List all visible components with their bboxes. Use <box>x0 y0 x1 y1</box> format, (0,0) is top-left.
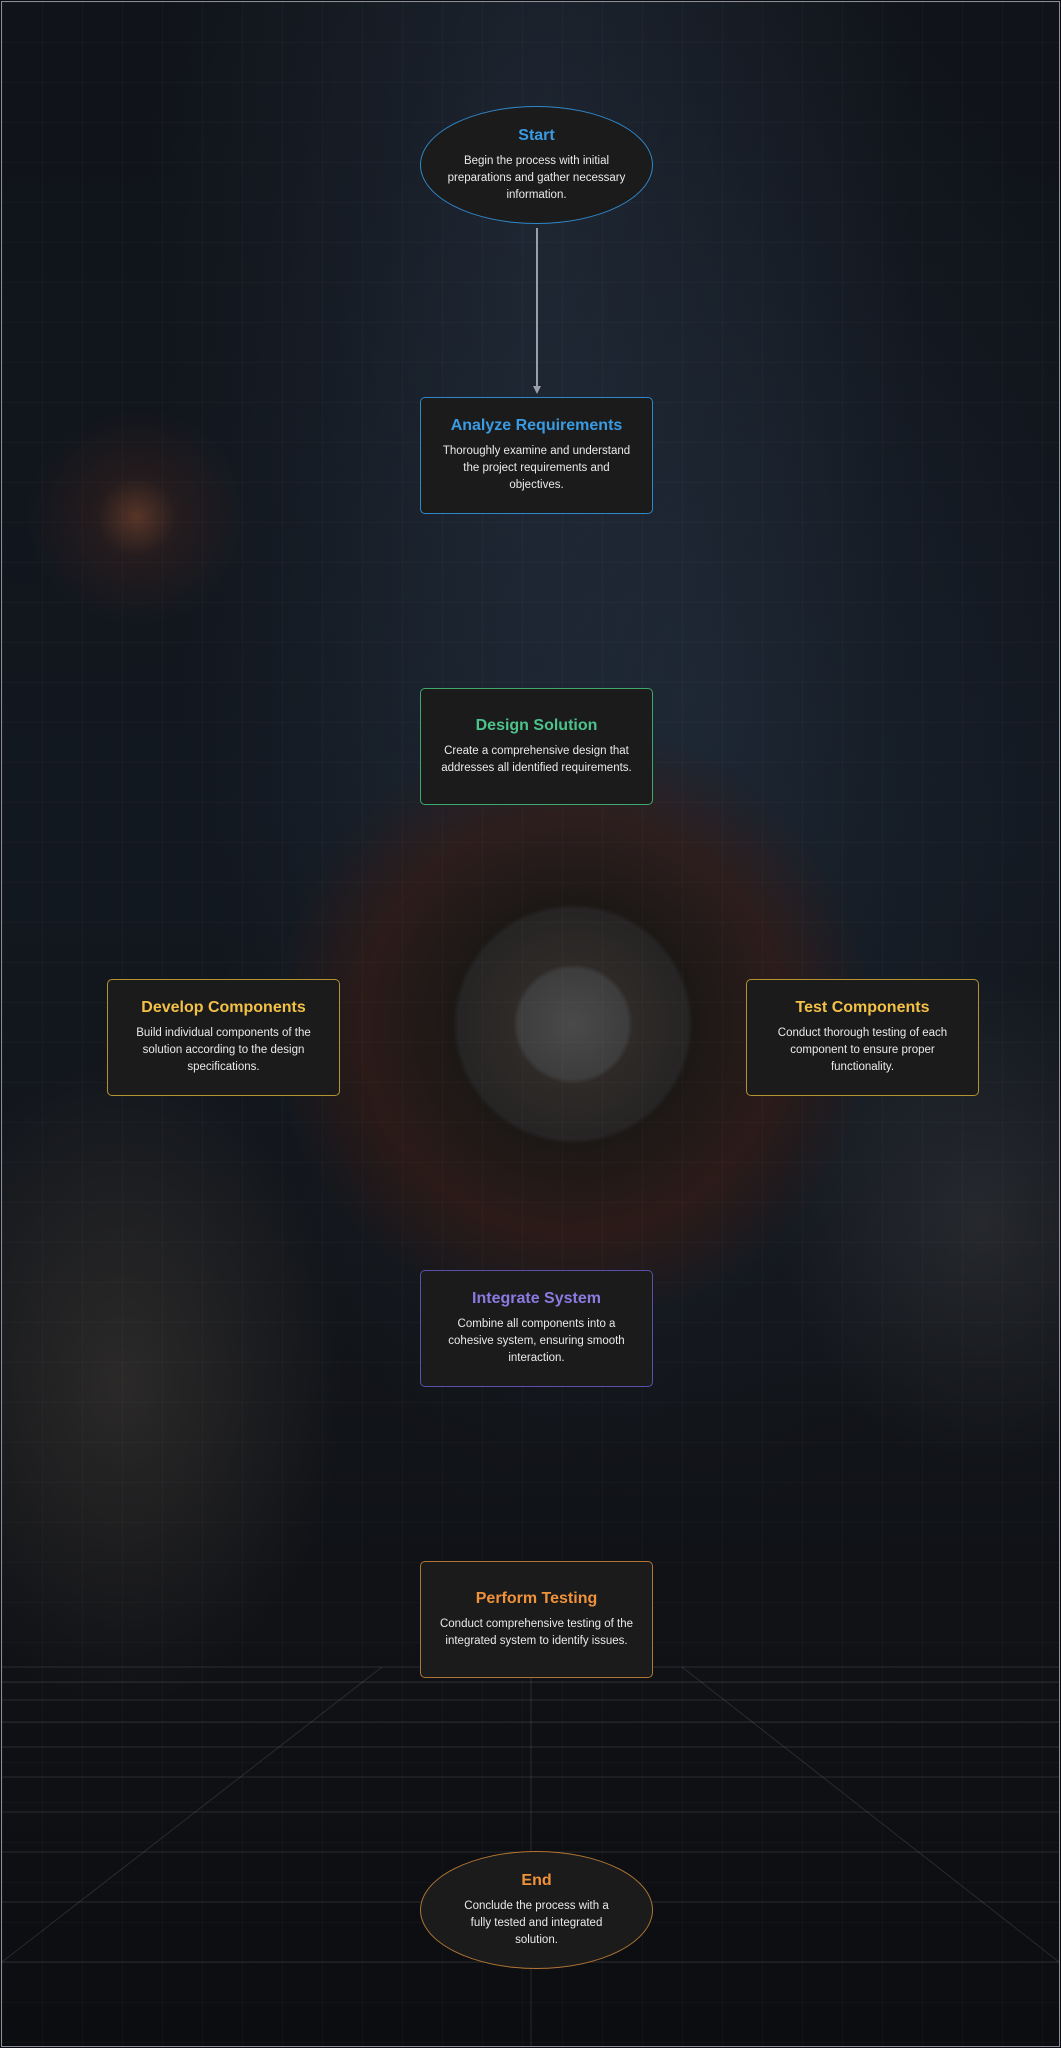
node-title: End <box>521 1871 552 1889</box>
node-description: Conduct comprehensive testing of the int… <box>439 1617 634 1647</box>
node-description: Conduct thorough testing of each compone… <box>777 1027 948 1073</box>
node-integrate-system[interactable]: Integrate System Combine all components … <box>420 1270 653 1387</box>
node-title: Design Solution <box>475 716 598 734</box>
node-title: Analyze Requirements <box>450 417 623 434</box>
node-test-components[interactable]: Test Components Conduct thorough testing… <box>746 979 979 1096</box>
node-design-solution[interactable]: Design Solution Create a comprehensive d… <box>420 688 653 805</box>
node-title: Start <box>518 126 555 144</box>
node-description: Combine all components into a cohesive s… <box>448 1318 625 1364</box>
node-title: Test Components <box>795 999 930 1016</box>
node-description: Create a comprehensive design that addre… <box>441 744 632 774</box>
node-description: Thoroughly examine and understand the pr… <box>442 445 631 491</box>
floor-grid <box>2 1666 1059 2046</box>
node-description: Build individual components of the solut… <box>136 1027 311 1073</box>
node-perform-testing[interactable]: Perform Testing Conduct comprehensive te… <box>420 1561 653 1678</box>
connector-start-analyze <box>533 228 541 394</box>
node-start[interactable]: Start Begin the process with initial pre… <box>420 106 653 224</box>
node-description: Conclude the process with a fully tested… <box>464 1899 609 1946</box>
node-analyze-requirements[interactable]: Analyze Requirements Thoroughly examine … <box>420 397 653 514</box>
node-develop-components[interactable]: Develop Components Build individual comp… <box>107 979 340 1096</box>
node-description: Begin the process with initial preparati… <box>447 154 626 201</box>
node-title: Perform Testing <box>475 1589 598 1607</box>
node-end[interactable]: End Conclude the process with a fully te… <box>420 1851 653 1969</box>
node-title: Develop Components <box>141 999 306 1016</box>
node-title: Integrate System <box>472 1290 601 1307</box>
